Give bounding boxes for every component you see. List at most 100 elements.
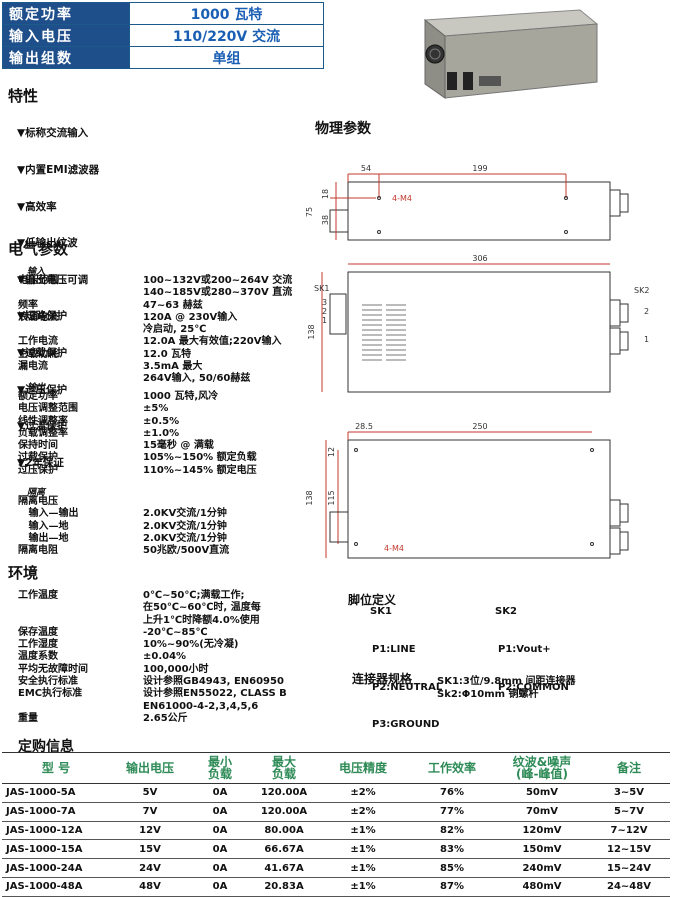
dim-top-d1: 54 [361, 164, 371, 173]
dim-bot-d1: 28.5 [355, 422, 373, 431]
spec-value: 单组 [129, 46, 324, 69]
cell: 0A [190, 858, 250, 878]
order-header: 型 号 [2, 752, 110, 784]
env-values: 0℃~50℃;满载工作; 在50℃~60℃时, 温度每 上升1℃时降额4.0%使… [143, 590, 287, 724]
sk1-pins: P1:LINE P2:NEUTRAL P3:GROUND [372, 619, 442, 744]
cell: 0A [190, 877, 250, 897]
feature-item: ▼输出电压可调 [17, 273, 89, 286]
sk1-pin-1: 1 [322, 316, 327, 325]
order-header: 纹波&噪声 (峰-峰值) [496, 752, 588, 784]
cell: 3~5V [588, 783, 670, 803]
connector-title: 连接器规格 [352, 672, 413, 686]
output-labels: 额定功率 电压调整范围 线性调整率 负载调整率 保持时间 过载保护 过压保护 [18, 391, 78, 476]
cell: 83% [408, 839, 496, 860]
cell: ±2% [318, 783, 408, 803]
sk1-pin-3: 3 [322, 298, 327, 307]
cell: ±1% [318, 839, 408, 860]
spec-key: 输出组数 [2, 46, 130, 69]
cell: 82% [408, 821, 496, 841]
order-table: 型 号 输出电压 最小 负载 最大 负载 电压精度 工作效率 纹波&噪声 (峰-… [2, 752, 670, 897]
sk1-pin: P3:GROUND [372, 719, 440, 730]
cell: ±1% [318, 877, 408, 897]
features-list: ▼标称交流输入 ▼内置EMI滤波器 ▼高效率 ▼低输出纹波 ▼输出电压可调 ▼短… [17, 103, 99, 481]
dim-bot-h2: 115 [327, 490, 336, 505]
cell-model: JAS-1000-15A [2, 839, 110, 860]
cell: 15V [110, 839, 190, 860]
mechanical-drawing: 54 199 4-M4 18 38 75 306 138 SK1 3 2 1 S… [305, 164, 649, 559]
env-labels: 工作温度 保存温度 工作湿度 温度系数 平均无故障时间 安全执行标准 EMC执行… [18, 590, 88, 724]
cell: 70mV [496, 802, 588, 822]
cell: 24V [110, 858, 190, 878]
cell: 5V [110, 783, 190, 803]
cell: 0A [190, 802, 250, 822]
cell: 24~48V [588, 877, 670, 897]
cell: 12~15V [588, 839, 670, 860]
cell-model: JAS-1000-5A [2, 783, 110, 803]
feature-item: ▼短路保护 [17, 310, 68, 323]
input-labels: 电压范围 频率 浪涌电流 工作电流 空载功耗 漏电流 [18, 275, 58, 373]
order-header: 最小 负载 [190, 752, 250, 784]
feature-item: ▼2年保证 [17, 456, 64, 469]
feature-item: ▼内置EMI滤波器 [17, 164, 100, 177]
cell: 48V [110, 877, 190, 897]
spec-key: 输入电压 [2, 24, 130, 47]
iso-header: 隔离 [27, 488, 46, 498]
features-title: 特性 [8, 87, 39, 105]
cell-model: JAS-1000-24A [2, 858, 110, 878]
sk1-pin: P1:LINE [372, 644, 416, 655]
dim-bot-d2: 250 [472, 422, 487, 431]
cell: 240mV [496, 858, 588, 878]
dim-top-d2: 199 [472, 164, 487, 173]
dim-top-height: 75 [305, 207, 314, 217]
cell: 20.83A [250, 877, 318, 897]
dim-bot-height: 138 [305, 490, 314, 505]
cell: 7~12V [588, 821, 670, 841]
iso-labels: 隔离电压 输入—输出 输入—地 输出—地 隔离电阻 [18, 496, 79, 557]
sk2-label: SK2 [495, 606, 517, 617]
cell: ±1% [318, 821, 408, 841]
order-header: 工作效率 [408, 752, 496, 784]
side-view-body [347, 271, 611, 393]
physical-title: 物理参数 [315, 121, 371, 137]
top-view-socket [329, 209, 349, 233]
electrical-title: 电气参数 [8, 240, 69, 258]
cell: 50mV [496, 783, 588, 803]
spec-row: 输出组数单组 [2, 46, 324, 69]
connector-sk2: Sk2:Φ10mm 铜螺杆 [437, 689, 539, 700]
output-values: 1000 瓦特,风冷 ±5% ±0.5% ±1.0% 15毫秒 @ 满载 105… [143, 391, 257, 476]
order-header-row: 型 号 输出电压 最小 负载 最大 负载 电压精度 工作效率 纹波&噪声 (峰-… [2, 752, 670, 784]
sk1-pin-2: 2 [322, 307, 327, 316]
dim-top-h1: 18 [321, 189, 330, 199]
output-header: 输出 [27, 383, 46, 393]
dim-top-h2: 38 [321, 215, 330, 225]
cell: 85% [408, 858, 496, 878]
cell: ±2% [318, 802, 408, 822]
cell: ±1% [318, 858, 408, 878]
spec-key: 额定功率 [2, 2, 130, 25]
cell: 12V [110, 821, 190, 841]
input-values: 100~132V或200~264V 交流 140~185V或280~370V 直… [143, 275, 293, 385]
cell: 7V [110, 802, 190, 822]
sk2-pins: P1:Vout+ P2:COMMON [498, 619, 569, 707]
spec-value: 110/220V 交流 [129, 24, 324, 47]
sk2-pin: P1:Vout+ [498, 644, 551, 655]
cell: 66.67A [250, 839, 318, 860]
cell: 77% [408, 802, 496, 822]
cell: 0A [190, 839, 250, 860]
cell: 0A [190, 821, 250, 841]
sk2-drawing-label: SK2 [634, 286, 649, 295]
dim-bot-h1: 12 [327, 447, 336, 457]
feature-item: ▼高效率 [17, 200, 57, 213]
sk1-label: SK1 [370, 606, 392, 617]
cell-model: JAS-1000-48A [2, 877, 110, 897]
top-view-body [347, 181, 611, 241]
feature-item: ▼标称交流输入 [17, 127, 89, 140]
dim-mid-width: 306 [472, 254, 487, 263]
order-header: 备注 [588, 752, 670, 784]
feature-item: ▼过载保护 [17, 347, 68, 360]
order-header: 最大 负载 [250, 752, 318, 784]
